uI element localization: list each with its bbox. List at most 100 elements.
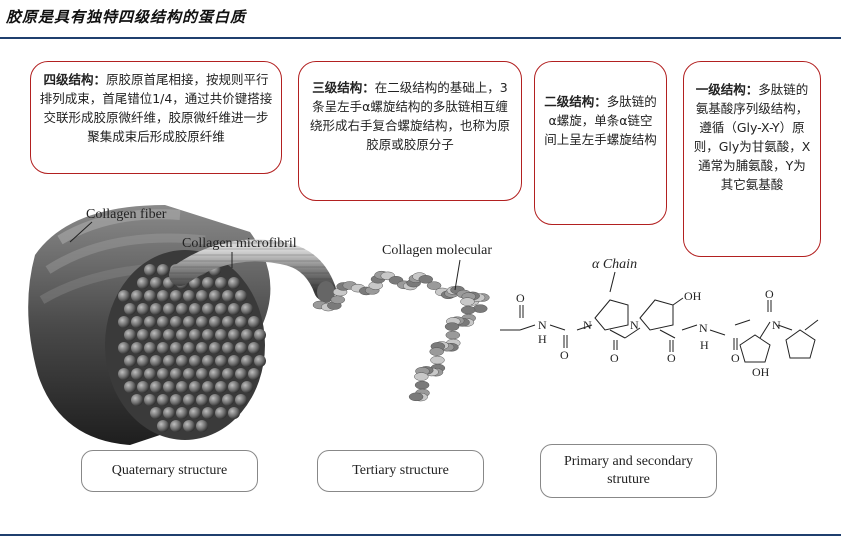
fibril-rod <box>209 394 221 406</box>
fibril-rod <box>170 316 182 328</box>
quaternary-caption: Quaternary structure <box>81 450 258 492</box>
fibril-rod <box>248 368 260 380</box>
fibril-rod <box>124 355 136 367</box>
fibril-rod <box>124 381 136 393</box>
collagen-microfibril-graphic <box>169 239 336 303</box>
fibril-rod <box>209 290 221 302</box>
atom-n: N <box>583 318 592 332</box>
helix-bead <box>418 275 434 284</box>
alpha-chain-atom-labels: O N H O N O N OH O N H O O N OH <box>516 287 781 379</box>
fibril-rod <box>189 355 201 367</box>
fibril-rod <box>157 342 169 354</box>
helix-bead <box>426 281 442 290</box>
atom-o: O <box>610 351 619 365</box>
fibril-rod <box>215 407 227 419</box>
fibril-rod <box>144 394 156 406</box>
fibril-rod <box>163 381 175 393</box>
fibril-rod <box>196 316 208 328</box>
fibril-rod <box>183 394 195 406</box>
atom-n: N <box>538 318 547 332</box>
fibril-rod <box>235 394 247 406</box>
fibril-rod <box>183 316 195 328</box>
quaternary-heading: 四级结构： <box>43 72 106 87</box>
top-divider <box>0 37 841 39</box>
atom-n: N <box>699 321 708 335</box>
helix-bead <box>460 305 476 315</box>
tertiary-caption: Tertiary structure <box>317 450 484 492</box>
atom-o: O <box>560 348 569 362</box>
fibril-rod <box>137 277 149 289</box>
fibril-rod <box>144 316 156 328</box>
fibril-rod <box>176 355 188 367</box>
fibril-rod <box>163 329 175 341</box>
molecular-pointer-line <box>454 259 461 291</box>
fibril-rod <box>157 420 169 432</box>
helix-bead <box>414 380 430 390</box>
fibril-rod <box>150 277 162 289</box>
page-title: 胶原是具有独特四级结构的蛋白质 <box>6 8 247 26</box>
collagen-molecular-graphic <box>312 270 490 402</box>
fibril-rod <box>183 420 195 432</box>
fibril-rod <box>124 329 136 341</box>
secondary-text: 多肽链的α螺旋，单条α链空间上呈左手螺旋结构 <box>544 94 657 147</box>
fibril-rod <box>176 407 188 419</box>
fibril-rod <box>137 355 149 367</box>
fibril-rod <box>150 329 162 341</box>
fibril-rod <box>202 303 214 315</box>
primary-text: 多肽链的氨基酸序列级结构，遵循（Gly-X-Y）原则，Gly为甘氨酸，X通常为脯… <box>693 82 811 192</box>
fibril-rod <box>215 277 227 289</box>
primary-secondary-caption: Primary and secondary struture <box>540 444 717 498</box>
helix-bead <box>473 304 488 313</box>
fibril-rod <box>170 290 182 302</box>
fibril-rod <box>222 290 234 302</box>
fibril-rod <box>235 290 247 302</box>
fibril-rod <box>150 407 162 419</box>
collagen-fiber-label: Collagen fiber <box>86 207 167 222</box>
fibril-rod <box>241 303 253 315</box>
fibril-rod <box>248 316 260 328</box>
atom-o: O <box>516 291 525 305</box>
fibril-rod <box>241 329 253 341</box>
collagen-molecular-label: Collagen molecular <box>382 243 493 258</box>
fibril-rod <box>228 407 240 419</box>
helix-bead <box>460 297 475 306</box>
fibril-rod <box>202 381 214 393</box>
fibril-rod <box>222 316 234 328</box>
helix-bead <box>429 347 444 356</box>
helix-bead <box>445 330 461 340</box>
fibril-rod <box>131 394 143 406</box>
alpha-chain-label: α Chain <box>592 257 638 272</box>
fibril-rod <box>157 264 169 276</box>
tertiary-heading: 三级结构： <box>312 80 375 95</box>
fibril-rod <box>163 303 175 315</box>
fibril-rod <box>196 368 208 380</box>
fibril-rod <box>189 407 201 419</box>
fibril-rod <box>222 342 234 354</box>
fibril-rod <box>196 342 208 354</box>
collagen-microfibril-label: Collagen microfibril <box>182 236 297 251</box>
fibril-rod <box>124 303 136 315</box>
fibril-rod <box>248 342 260 354</box>
fibril-rod <box>137 381 149 393</box>
atom-oh: OH <box>752 365 770 379</box>
fibril-rod <box>163 407 175 419</box>
bottom-divider <box>0 534 841 536</box>
fibril-rod <box>241 355 253 367</box>
chain-pointer-line <box>609 271 616 293</box>
fibril-rod <box>209 316 221 328</box>
fibril-rod <box>176 329 188 341</box>
fibril-rod <box>228 277 240 289</box>
fibril-rod <box>170 420 182 432</box>
fibril-rod <box>189 329 201 341</box>
fibril-rod <box>118 316 130 328</box>
fibril-rod <box>157 290 169 302</box>
collagen-fiber-graphic <box>28 205 271 445</box>
fibril-rod <box>183 342 195 354</box>
atom-h: H <box>538 332 547 346</box>
fibril-rod <box>176 303 188 315</box>
helix-bead <box>408 392 424 402</box>
fibril-rod <box>196 420 208 432</box>
helix-bead <box>330 295 346 304</box>
helix-bead <box>444 322 460 331</box>
